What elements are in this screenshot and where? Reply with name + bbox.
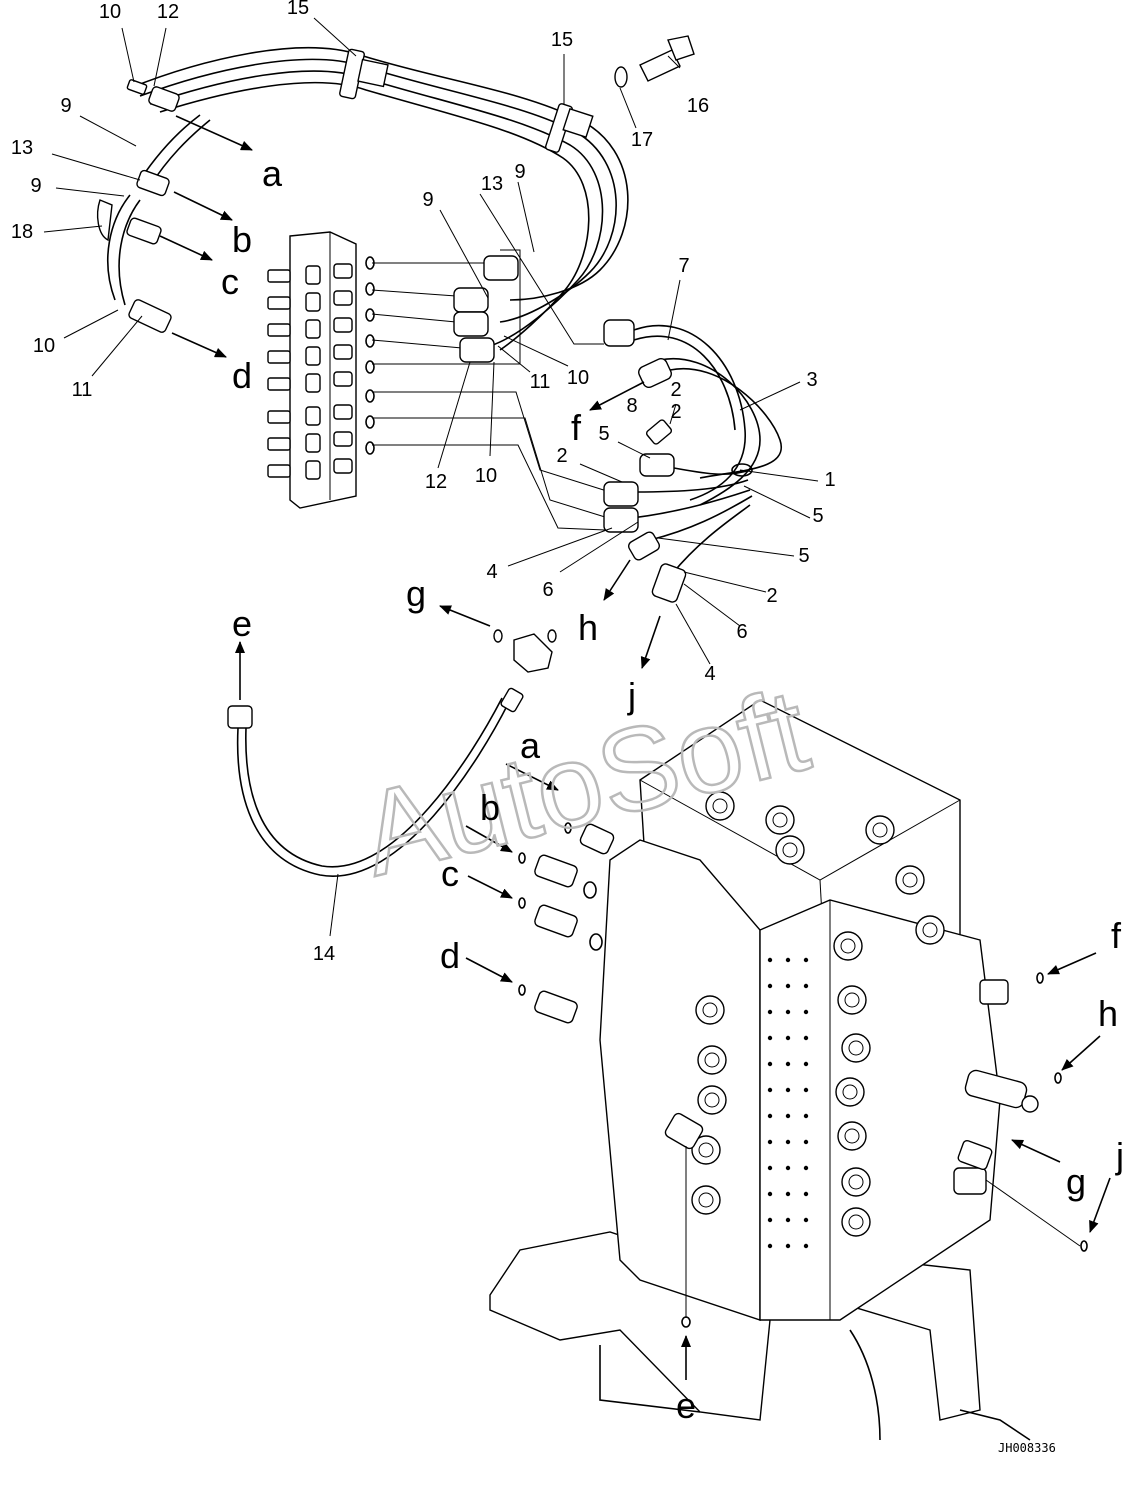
callout-1: 1 bbox=[824, 469, 835, 491]
callout-15: 15 bbox=[551, 29, 573, 51]
callout-2: 2 bbox=[670, 379, 681, 401]
callout-12: 12 bbox=[157, 1, 179, 23]
callout-11: 11 bbox=[72, 379, 93, 401]
letter-d: d bbox=[440, 935, 460, 976]
plug-fittings-left bbox=[518, 822, 615, 1024]
o-ring-column bbox=[365, 256, 375, 455]
callout-10: 10 bbox=[99, 1, 121, 23]
letter-e: e bbox=[676, 1385, 696, 1426]
callout-2: 2 bbox=[556, 445, 567, 467]
callout-15: 15 bbox=[287, 0, 309, 19]
letter-d: d bbox=[232, 355, 252, 396]
callout-2: 2 bbox=[766, 585, 777, 607]
fitting-h bbox=[964, 1069, 1062, 1113]
callout-4: 4 bbox=[486, 561, 497, 583]
letter-h: h bbox=[578, 607, 598, 648]
hose-fittings-left bbox=[96, 79, 180, 333]
letter-b: b bbox=[232, 219, 252, 260]
letter-f: f bbox=[1111, 915, 1122, 956]
letter-g: g bbox=[1066, 1161, 1086, 1202]
callout-6: 6 bbox=[736, 621, 747, 643]
callout-9: 9 bbox=[30, 175, 41, 197]
adapter-g bbox=[493, 629, 557, 673]
callout-9: 9 bbox=[60, 95, 71, 117]
callout-10: 10 bbox=[475, 465, 497, 487]
clamp-15-left bbox=[339, 48, 389, 100]
hose-fittings-mid bbox=[603, 357, 687, 603]
letter-a: a bbox=[262, 153, 283, 194]
callout-5: 5 bbox=[812, 505, 823, 527]
letter-g: g bbox=[406, 573, 426, 614]
hose-14 bbox=[227, 687, 524, 877]
clamp-15-right bbox=[545, 103, 594, 153]
callout-4: 4 bbox=[704, 663, 715, 685]
guide-lines bbox=[371, 249, 611, 531]
connection-arrows bbox=[159, 115, 1111, 1380]
callout-3: 3 bbox=[806, 369, 817, 391]
callout-16: 16 bbox=[687, 95, 709, 117]
letter-j: j bbox=[1115, 1135, 1124, 1176]
leader-lines bbox=[43, 17, 819, 937]
callout-9: 9 bbox=[514, 161, 525, 183]
callout-18: 18 bbox=[11, 221, 33, 243]
letter-c: c bbox=[221, 261, 239, 302]
callout-13: 13 bbox=[481, 173, 503, 195]
letter-c: c bbox=[441, 853, 459, 894]
callout-7: 7 bbox=[678, 255, 689, 277]
callout-6: 6 bbox=[542, 579, 553, 601]
callout-12: 12 bbox=[425, 471, 447, 493]
fitting-g bbox=[957, 1139, 993, 1171]
pilot-valve-block bbox=[267, 231, 357, 509]
fitting-e bbox=[664, 1112, 704, 1328]
callout-5: 5 bbox=[598, 423, 609, 445]
callout-5: 5 bbox=[798, 545, 809, 567]
washer-17 bbox=[614, 66, 628, 88]
control-valve bbox=[489, 699, 1088, 1441]
hose-bundle-lower bbox=[631, 324, 783, 575]
letter-b: b bbox=[480, 787, 500, 828]
fitting-j bbox=[953, 1167, 1088, 1252]
hose-fittings-upper bbox=[453, 255, 635, 363]
letter-h: h bbox=[1098, 993, 1118, 1034]
bolt-16 bbox=[639, 35, 695, 82]
letter-f: f bbox=[571, 407, 582, 448]
letter-j: j bbox=[627, 675, 636, 716]
callout-10: 10 bbox=[33, 335, 55, 357]
callout-11: 11 bbox=[530, 371, 551, 393]
letter-a: a bbox=[520, 725, 541, 766]
drawing-code: JH008336 bbox=[998, 1441, 1056, 1455]
callout-17: 17 bbox=[631, 129, 653, 151]
callout-10: 10 bbox=[567, 367, 589, 389]
callout-14: 14 bbox=[313, 943, 335, 965]
callout-13: 13 bbox=[11, 137, 33, 159]
callout-8: 8 bbox=[626, 395, 637, 417]
letter-e: e bbox=[232, 603, 252, 644]
callout-9: 9 bbox=[422, 189, 433, 211]
fitting-f bbox=[979, 972, 1044, 1005]
callout-2: 2 bbox=[670, 401, 681, 423]
